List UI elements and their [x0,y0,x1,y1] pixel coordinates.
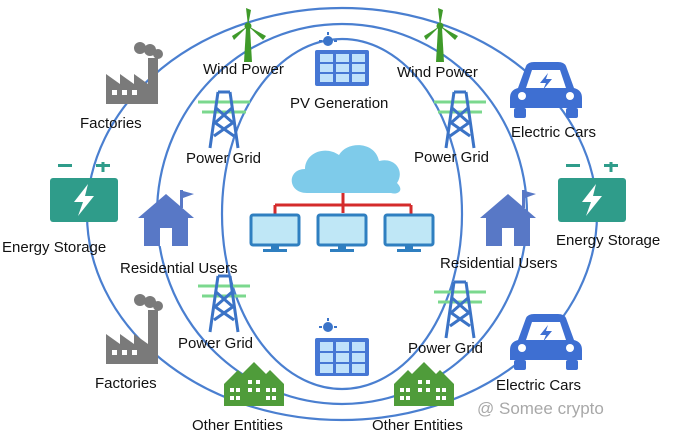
label-power-grid-bl: Power Grid [178,335,254,352]
label-energy-storage-right: Energy Storage [556,232,661,249]
label-power-grid-br: Power Grid [408,340,484,357]
transmission-tower-icon [434,90,486,149]
wind-turbine-icon [424,8,458,62]
buildings-icon [224,362,284,406]
cloud-network [249,145,435,252]
wind-turbine-icon [232,8,266,62]
label-residential-users-left: Residential Users [120,260,238,277]
computer-monitor-icon [316,213,368,252]
battery-icon [558,162,626,222]
label-wind-power-right: Wind Power [397,64,478,81]
cloud-icon [291,145,401,194]
factory-icon [106,42,163,104]
inner-ring [220,37,464,391]
transmission-tower-icon [434,280,486,339]
label-other-entities-right: Other Entities [372,417,463,434]
battery-icon [50,162,118,222]
transmission-tower-icon [198,274,250,333]
computer-monitor-icon [249,213,301,252]
label-factories-bottom: Factories [95,375,157,392]
label-electric-cars-top: Electric Cars [511,124,597,141]
factory-icon [106,294,163,364]
house-icon [480,190,536,246]
buildings-icon [394,362,454,406]
label-power-grid-tr: Power Grid [414,149,490,166]
label-electric-cars-bottom: Electric Cars [496,377,582,394]
label-residential-users-right: Residential Users [440,255,558,272]
electric-car-icon [510,62,582,118]
label-power-grid-tl: Power Grid [186,150,262,167]
electric-car-icon [510,314,582,370]
label-factories-top: Factories [80,115,142,132]
solar-panel-icon [315,32,369,86]
watermark-text: @ Somee crypto [477,399,604,418]
solar-panel-icon [315,318,369,376]
computer-monitor-icon [383,213,435,252]
label-wind-power-left: Wind Power [203,61,284,78]
label-other-entities-left: Other Entities [192,417,283,434]
network-links [273,193,413,215]
transmission-tower-icon [198,90,250,149]
label-energy-storage-left: Energy Storage [2,239,107,256]
label-pv-generation: PV Generation [290,95,389,112]
house-icon [138,190,194,246]
